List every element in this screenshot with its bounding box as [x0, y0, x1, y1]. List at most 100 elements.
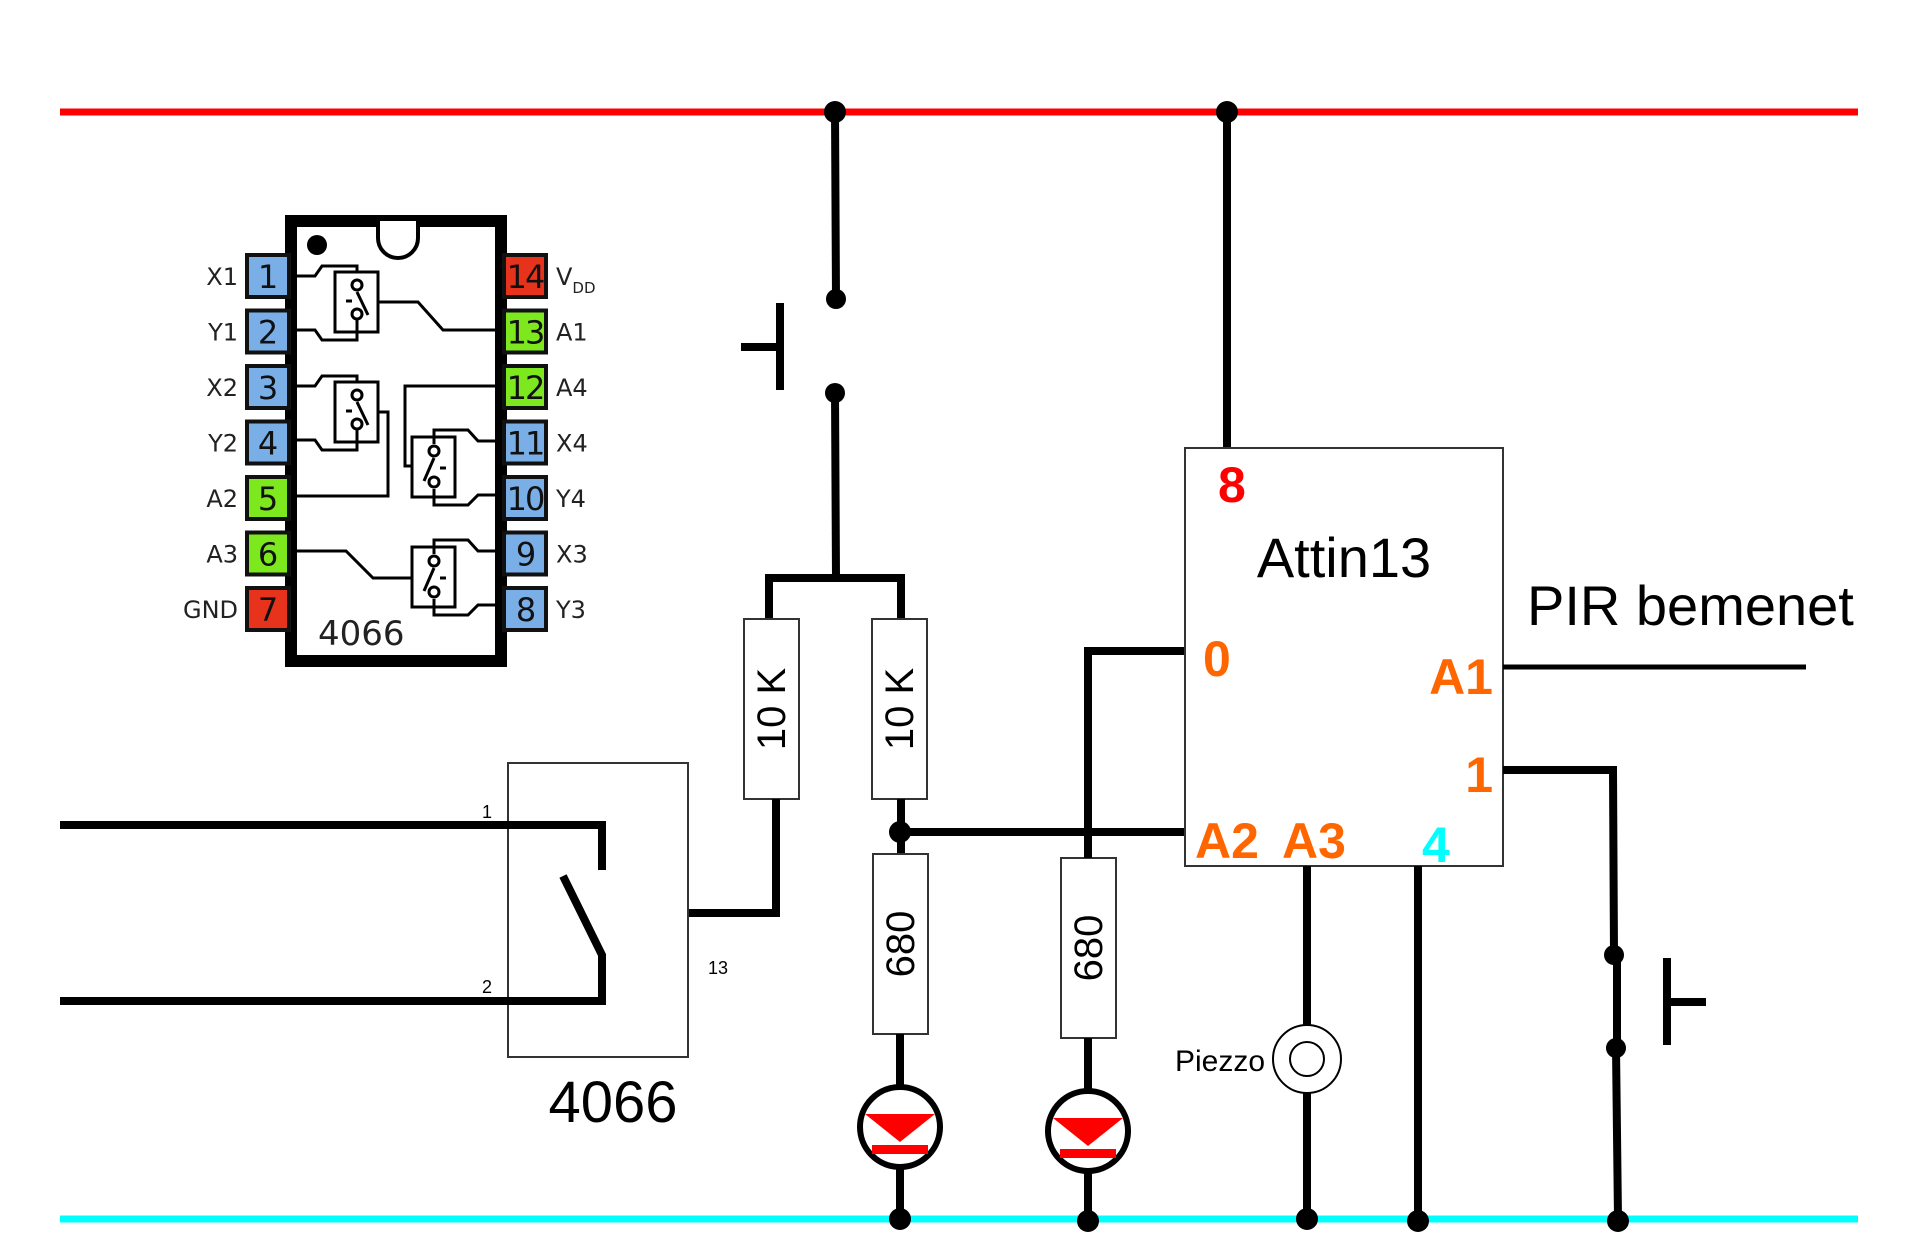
ic-pin-number: 3 — [258, 369, 278, 407]
resistor-680-left: 680 — [872, 853, 929, 1035]
junction-dot — [1216, 101, 1238, 123]
ic-name-label: 4066 — [318, 614, 405, 654]
ic-pin-label: Y4 — [555, 485, 586, 513]
wire-input-1 — [60, 821, 606, 870]
ic-pin-11: 11 X4 — [502, 419, 588, 466]
ic-left-pins: 1 X1 2 Y1 3 X2 4 Y2 5 A2 6 A3 7 GND — [183, 253, 291, 632]
ic-pin-number: 10 — [507, 480, 544, 518]
piezo-label: Piezzo — [1175, 1045, 1265, 1078]
ic-pin-label: Y2 — [207, 430, 238, 458]
switch-4066-label: 4066 — [548, 1070, 677, 1135]
pin1-marker-dot — [307, 235, 327, 255]
piezo-buzzer: Piezzo — [1175, 1024, 1342, 1094]
mcu-pin-a3: A3 — [1282, 813, 1346, 869]
internal-switch-1 — [297, 264, 497, 342]
ic-pin-number: 7 — [258, 591, 278, 629]
ic-pin-9: 9 X3 — [502, 530, 588, 577]
ic-pin-3: 3 X2 — [206, 364, 291, 410]
led-bar — [1060, 1149, 1116, 1158]
led-right — [1045, 1088, 1131, 1174]
ic-pin-10: 10 Y4 — [502, 475, 586, 521]
ic-pin-number: 8 — [516, 591, 535, 629]
ic-pin-1: 1 X1 — [206, 253, 291, 299]
resistor-value: 680 — [879, 911, 923, 978]
ic-pin-number: 11 — [507, 425, 544, 463]
ic-pin-number: 12 — [507, 369, 544, 407]
internal-switch-3 — [297, 538, 497, 617]
wire-split — [765, 574, 905, 619]
ic-notch — [376, 221, 420, 260]
ic-pin-label: A1 — [556, 319, 588, 347]
ic-body — [285, 215, 507, 667]
ic-pin-label: VDD — [556, 263, 596, 297]
mcu-pin-gnd: 4 — [1422, 817, 1450, 873]
push-button-right[interactable] — [1604, 945, 1706, 1220]
junction-dot — [889, 1208, 911, 1230]
ic-pin-8: 8 Y3 — [502, 586, 586, 632]
led-bar — [872, 1145, 928, 1154]
ic-pin-number: 6 — [258, 536, 278, 574]
wire-pin1 — [1503, 766, 1618, 956]
ic-pin-2: 2 Y1 — [207, 308, 291, 355]
mcu-pin-1: 1 — [1465, 747, 1493, 803]
ic-pin-label: A4 — [556, 374, 588, 402]
ic-pin-4: 4 Y2 — [207, 419, 291, 466]
push-button-top[interactable] — [741, 111, 846, 579]
ic-pin-label: X4 — [556, 430, 588, 458]
ic-pin-number: 2 — [258, 314, 278, 352]
pin-label-2: 2 — [482, 977, 492, 997]
switch-contact-dot — [826, 289, 846, 309]
resistor-value: 680 — [1067, 915, 1111, 982]
led-triangle — [865, 1114, 935, 1142]
pin-label-13: 13 — [708, 958, 728, 978]
mcu-pin-a2: A2 — [1195, 813, 1259, 869]
pir-label: PIR bemenet — [1527, 574, 1854, 637]
mcu-attiny13: 8 Attin13 0 A1 1 A2 A3 4 — [1184, 447, 1504, 873]
led-left — [857, 1084, 943, 1170]
junction-dot — [1607, 1210, 1629, 1232]
ic-pin-label: Y3 — [555, 596, 586, 624]
junction-dot — [1077, 1210, 1099, 1232]
wire-from-pin0 — [1084, 647, 1185, 858]
ic-pin-14: 14 VDD — [502, 253, 596, 299]
ic-pin-13: 13 A1 — [502, 308, 588, 355]
ic-pin-number: 13 — [507, 314, 544, 352]
resistor-10k-right: 10 K — [871, 618, 928, 800]
ic-right-pins: 14 VDD 13 A1 12 A4 11 X4 10 Y4 9 X3 8 Y3 — [502, 253, 596, 632]
ic-pin-number: 4 — [258, 425, 278, 463]
internal-switch-2 — [297, 374, 390, 498]
resistor-value: 10 K — [750, 668, 794, 751]
junction-dot — [824, 101, 846, 123]
ic-pin-number: 1 — [258, 258, 278, 296]
wire-input-2 — [60, 874, 606, 1005]
ic-pin-label: X1 — [206, 263, 238, 291]
mcu-pin-vcc: 8 — [1218, 457, 1246, 513]
ic-pin-label: Y1 — [207, 319, 238, 347]
mcu-pin-0: 0 — [1203, 631, 1231, 687]
resistor-10k-left: 10 K — [743, 618, 800, 800]
ic-pin-label: X3 — [556, 541, 588, 569]
ic-pin-label: A2 — [206, 485, 238, 513]
ic-pin-6: 6 A3 — [206, 530, 291, 577]
resistor-value: 10 K — [878, 668, 922, 751]
junction-dot — [1296, 1208, 1318, 1230]
pin-label-1: 1 — [482, 802, 492, 822]
ic-pin-number: 14 — [507, 258, 544, 296]
ic-pin-5: 5 A2 — [206, 475, 291, 521]
mcu-pin-a1: A1 — [1429, 649, 1493, 705]
junction-dot — [1407, 1210, 1429, 1232]
ic-pin-label: A3 — [206, 541, 238, 569]
led-triangle — [1053, 1118, 1123, 1146]
ic-pin-7: 7 GND — [183, 586, 291, 632]
ic-pin-number: 5 — [258, 480, 278, 518]
ic-pin-label: GND — [183, 596, 238, 624]
ic-pin-number: 9 — [516, 536, 535, 574]
internal-switch-4 — [403, 384, 497, 507]
mcu-name: Attin13 — [1257, 526, 1431, 589]
ic-pin-label: X2 — [206, 374, 238, 402]
ic-4066-pinout: 4066 1 X1 2 Y1 3 X2 4 Y2 5 A2 6 A3 7 GND 14 VDD 13 A1 12 A… — [183, 215, 596, 667]
ic-pin-12: 12 A4 — [502, 364, 588, 410]
resistor-680-right: 680 — [1060, 857, 1117, 1039]
switch-4066: 1 2 13 4066 — [60, 762, 728, 1135]
